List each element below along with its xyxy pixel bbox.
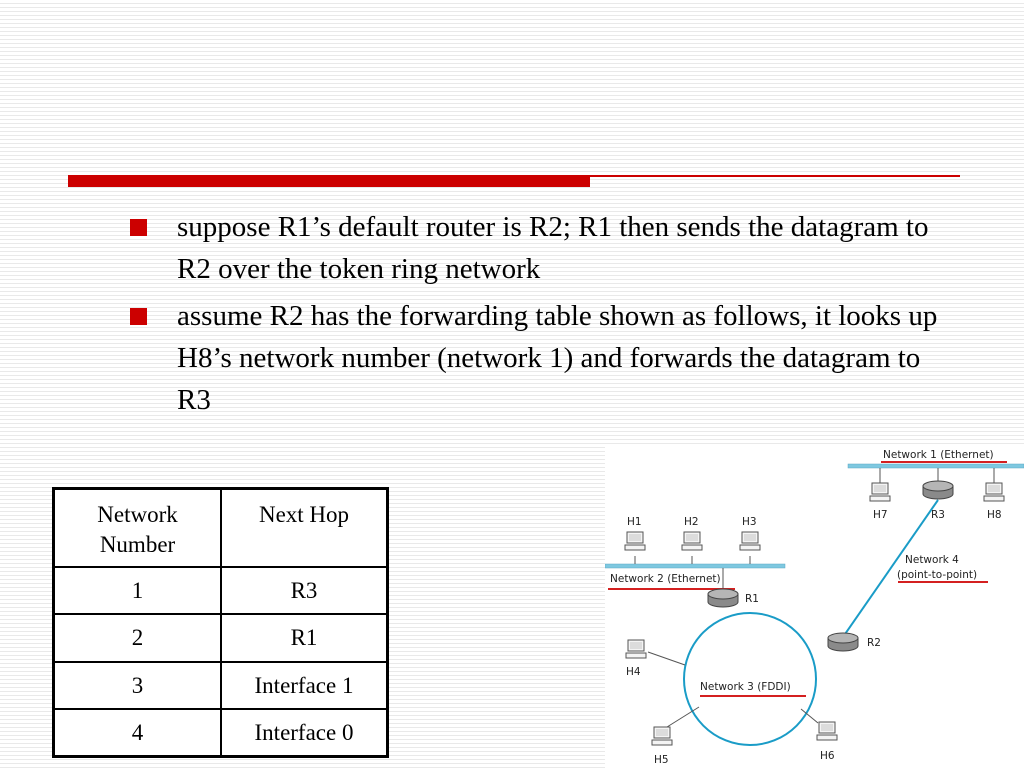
host-h2: H2 (681, 516, 703, 551)
host-h3-label: H3 (742, 516, 757, 528)
table-row: 3 Interface 1 (55, 660, 386, 711)
table-row: 2 R1 (55, 613, 386, 663)
host-h1-label: H1 (627, 516, 642, 528)
host-h7-label: H7 (873, 509, 888, 521)
network-1-label: Network 1 (Ethernet) (883, 449, 994, 461)
host-h1: H1 (624, 516, 646, 551)
table-row: 1 R3 (55, 565, 386, 616)
host-h2-label: H2 (684, 516, 699, 528)
network-number-cell: 2 (55, 613, 222, 663)
network-2-label: Network 2 (Ethernet) (610, 573, 721, 585)
router-r2: R2 (827, 632, 881, 652)
network-3-fddi-ring: Network 3 (FDDI) (647, 612, 819, 746)
network-4-sublabel: (point-to-point) (897, 569, 977, 581)
host-h8-label: H8 (987, 509, 1002, 521)
network-number-cell: 1 (55, 565, 222, 616)
host-h4-label: H4 (626, 666, 641, 678)
next-hop-cell: Interface 0 (220, 708, 386, 755)
square-bullet-icon (130, 308, 147, 325)
host-h5: H5 (651, 726, 673, 766)
square-bullet-icon (130, 219, 147, 236)
router-r1-label: R1 (745, 593, 759, 605)
table-row: 4 Interface 0 (55, 708, 386, 755)
network-number-cell: 4 (55, 708, 222, 755)
bullet-item: suppose R1’s default router is R2; R1 th… (130, 206, 950, 290)
network-number-cell: 3 (55, 660, 222, 711)
title-accent-line (590, 175, 960, 177)
host-h4: H4 (625, 639, 647, 678)
router-r3: R3 (922, 480, 954, 521)
router-r3-label: R3 (931, 509, 945, 521)
network-4-label: Network 4 (905, 554, 959, 566)
next-hop-cell: Interface 1 (220, 660, 386, 711)
table-header-row: Network Number Next Hop (55, 490, 386, 568)
network-3-label: Network 3 (FDDI) (700, 681, 791, 693)
title-accent-bar (68, 175, 590, 187)
bullet-text: assume R2 has the forwarding table shown… (177, 300, 938, 416)
network-4-point-to-point: Network 4 (point-to-point) (842, 499, 988, 638)
host-h3: H3 (739, 516, 761, 551)
forwarding-table: Network Number Next Hop 1 R3 2 R1 3 Inte… (52, 487, 389, 758)
router-r2-label: R2 (867, 637, 881, 649)
network-diagram: Network 1 (Ethernet) Network 4 (point-to… (605, 445, 1024, 768)
network-2-ethernet: Network 2 (Ethernet) (605, 556, 786, 591)
network-1-ethernet: Network 1 (Ethernet) (847, 449, 1024, 483)
host-h6: H6 (816, 721, 838, 762)
host-h8: H8 (983, 482, 1005, 521)
host-h7: H7 (869, 482, 891, 521)
bullet-list: suppose R1’s default router is R2; R1 th… (130, 206, 950, 426)
host-h5-label: H5 (654, 754, 669, 766)
host-h6-label: H6 (820, 750, 835, 762)
bullet-text: suppose R1’s default router is R2; R1 th… (177, 211, 929, 285)
column-header-next-hop: Next Hop (220, 490, 386, 568)
next-hop-cell: R1 (220, 613, 386, 663)
router-r1: R1 (707, 588, 759, 608)
bullet-item: assume R2 has the forwarding table shown… (130, 295, 950, 421)
column-header-network-number: Network Number (55, 490, 222, 568)
next-hop-cell: R3 (220, 565, 386, 616)
